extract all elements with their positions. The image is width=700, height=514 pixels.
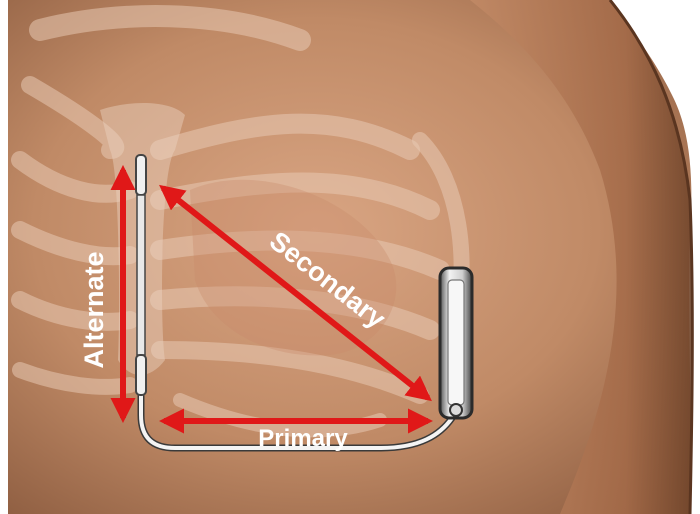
primary-label: Primary (258, 425, 348, 452)
pulse-generator (440, 268, 472, 418)
alternate-label: Alternate (79, 251, 109, 368)
